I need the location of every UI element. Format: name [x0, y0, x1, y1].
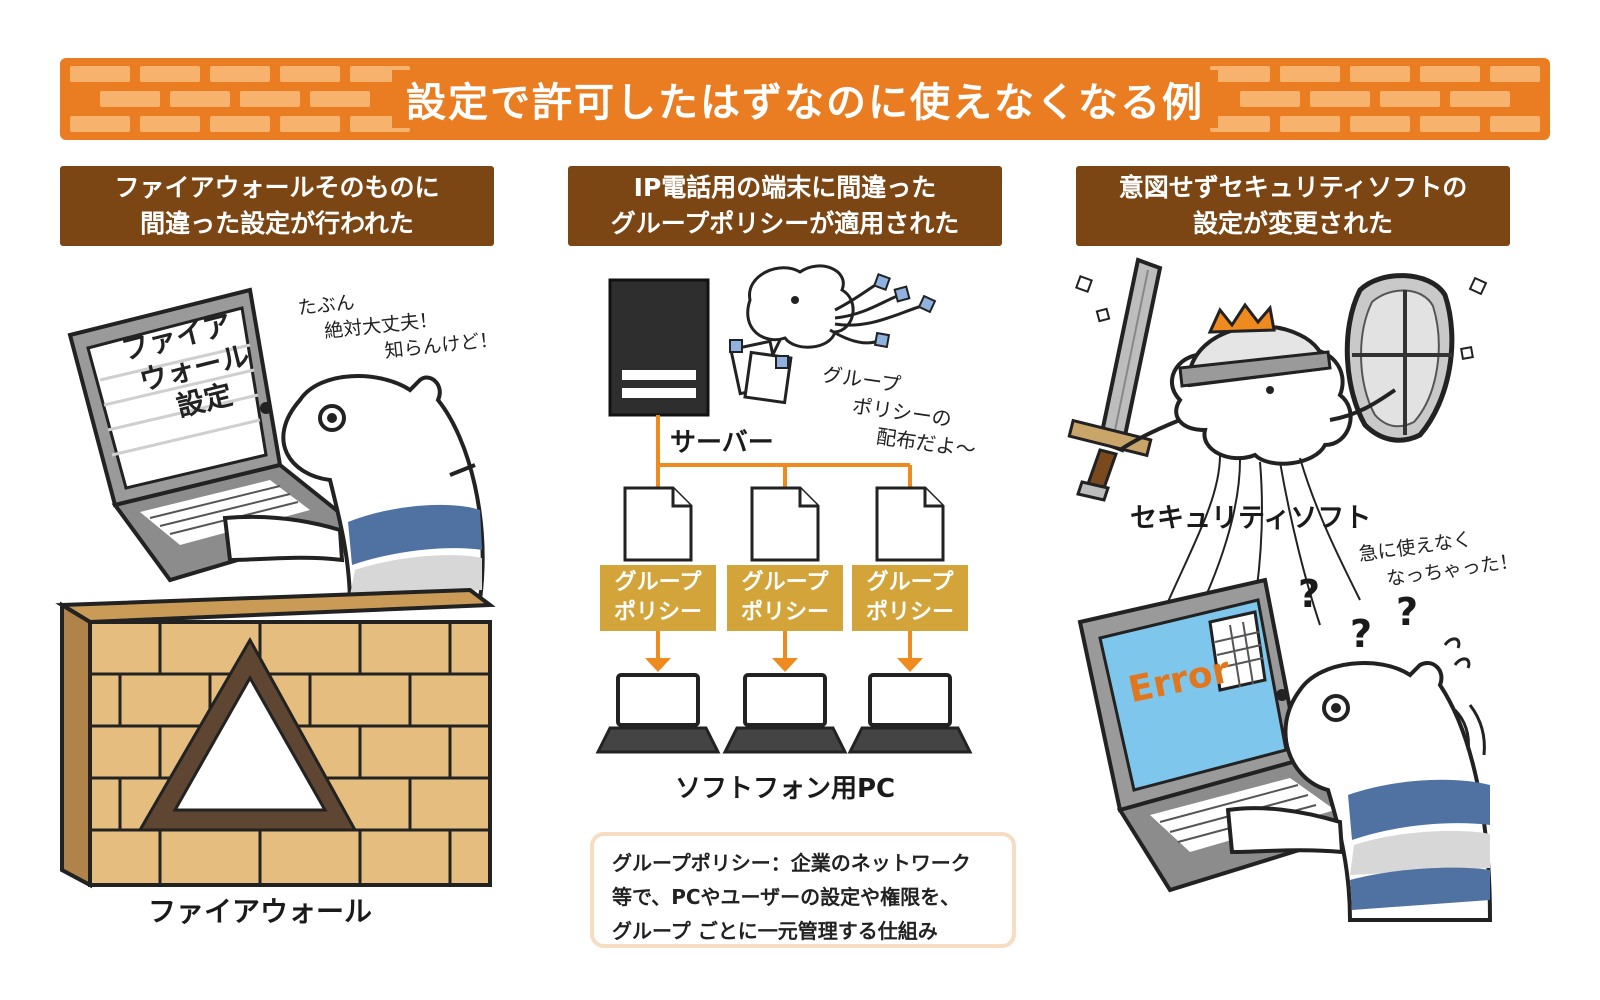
title-banner: 設定で許可したはずなのに使えなくなる例: [60, 58, 1550, 140]
sword-icon: [1067, 257, 1163, 502]
group-policy-box-line: グループ: [741, 570, 829, 595]
cloud-character: [729, 264, 937, 405]
group-policy-diagram: [595, 264, 973, 754]
section-header-line: グループポリシーが適用された: [610, 209, 960, 238]
note-line: 等で、PCやユーザーの設定や権限を、: [612, 885, 961, 909]
brick-pattern: [70, 66, 1540, 132]
confused-bear-character: [1225, 637, 1493, 922]
section-header-line: 意図せずセキュリティソフトの: [1118, 173, 1468, 202]
page-title: 設定で許可したはずなのに使えなくなる例: [60, 58, 1550, 140]
spreadsheet-icon: [1208, 610, 1267, 692]
firewall-illustration: [55, 287, 496, 889]
firewall-label: ファイアウォール: [148, 895, 373, 928]
group-policy-box: グループ ポリシー: [600, 565, 716, 631]
server-label: サーバー: [670, 428, 774, 458]
section-header-line: 設定が変更された: [1192, 209, 1393, 238]
section-header-group-policy: IP電話用の端末に間違った グループポリシーが適用された: [568, 166, 1002, 246]
arrow-heads: [645, 658, 923, 672]
group-policy-box-line: ポリシー: [613, 600, 702, 625]
group-policy-box-line: ポリシー: [740, 600, 829, 625]
question-mark-icon: ?: [1396, 590, 1419, 634]
section-header-firewall: ファイアウォールそのものに 間違った設定が行われた: [60, 166, 494, 246]
security-soft-label: セキュリティソフト: [1130, 503, 1372, 534]
section-header-line: 間違った設定が行われた: [140, 209, 414, 238]
bear-character: [222, 374, 485, 608]
question-mark-icon: ?: [1350, 612, 1373, 656]
note-line: グループポリシー：企業のネットワーク: [612, 851, 971, 875]
distribution-lines: [656, 415, 912, 660]
document-icons: [623, 486, 945, 562]
question-mark-icon: ?: [1298, 572, 1321, 616]
group-policy-box: グループ ポリシー: [852, 565, 968, 631]
note-line: グループ ごとに一元管理する仕組み: [612, 919, 938, 943]
section-header-line: ファイアウォールそのものに: [114, 173, 440, 202]
group-policy-box-line: グループ: [866, 570, 954, 595]
group-policy-box-line: グループ: [614, 570, 702, 595]
page-title-text: 設定で許可したはずなのに使えなくなる例: [392, 70, 1218, 128]
server-icon: [608, 278, 710, 417]
section-header-line: IP電話用の端末に間違った: [633, 173, 937, 202]
security-soft-illustration: [1067, 257, 1493, 922]
group-policy-box: グループ ポリシー: [727, 565, 843, 631]
group-policy-definition-note: グループポリシー：企業のネットワーク 等で、PCやユーザーの設定や権限を、 グル…: [590, 832, 1016, 948]
softphone-pc-label: ソフトフォン用PC: [675, 774, 896, 804]
group-policy-box-line: ポリシー: [865, 600, 954, 625]
softphone-pc-icons: [595, 673, 973, 754]
section-header-security-soft: 意図せずセキュリティソフトの 設定が変更された: [1076, 166, 1510, 246]
security-soft-character: [1118, 302, 1397, 631]
shield-icon: [1344, 273, 1455, 443]
brick-wall: [55, 587, 496, 889]
